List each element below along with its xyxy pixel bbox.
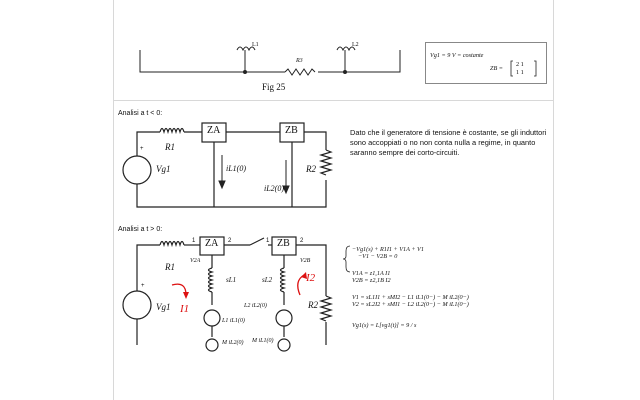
figure-caption: Fig 25 bbox=[262, 82, 286, 92]
label-sl1: sL1 bbox=[226, 276, 237, 284]
label-r2-neg: R2 bbox=[306, 164, 316, 174]
label-m-il2: M iL2(0) bbox=[222, 340, 244, 346]
label-sl2: sL2 bbox=[262, 276, 273, 284]
heading-t-negative: Analisi a t < 0: bbox=[118, 110, 163, 117]
explanatory-note: Dato che il generatore di tensione è cos… bbox=[350, 128, 547, 157]
equation-1: −Vg1(s) + R1I1 + V1A + V1 bbox=[352, 246, 424, 253]
equation-5: V1 = sL1I1 + sMI2 − L1 iL1(0−) − M iL2(0… bbox=[352, 294, 469, 301]
equation-2: −V1 − V2B = 0 bbox=[358, 253, 398, 260]
label-il1-neg: iL1(0) bbox=[226, 164, 246, 173]
current-arrow-i2 bbox=[297, 274, 305, 296]
label-l1-il1: L1 iL1(0) bbox=[222, 318, 245, 324]
matrix-zb-label: ZB = bbox=[490, 65, 503, 72]
label-zb-pos: ZB bbox=[277, 238, 290, 249]
page-border-right bbox=[553, 0, 554, 400]
label-r1-neg: R1 bbox=[165, 142, 175, 152]
page-border-left bbox=[113, 0, 114, 400]
label-m-il1: M iL1(0) bbox=[252, 338, 274, 344]
label-za-pos: ZA bbox=[205, 238, 219, 249]
label-il2-neg: iL2(0) bbox=[264, 184, 284, 193]
label-vg1-pos: Vg1 bbox=[156, 302, 171, 312]
generator-vg1-neg bbox=[122, 155, 152, 185]
equation-4: V2B = z2,1B I2 bbox=[352, 277, 391, 284]
label-i1: I1 bbox=[180, 303, 190, 315]
label-l2-top: L2 bbox=[352, 42, 359, 48]
equation-3: V1A = z1,1A I1 bbox=[352, 270, 391, 277]
generator-vg1-pos bbox=[122, 290, 152, 320]
port-1-zb: 1 bbox=[266, 238, 270, 244]
parameters-box bbox=[425, 42, 547, 84]
label-l2-il2: L2 iL2(0) bbox=[244, 303, 267, 309]
label-r1-pos: R1 bbox=[165, 262, 175, 272]
label-r2-pos: R2 bbox=[308, 300, 318, 310]
top-resistor-r3 bbox=[284, 68, 316, 76]
label-za-neg: ZA bbox=[207, 125, 221, 136]
top-wire-left bbox=[139, 50, 245, 73]
label-r3: R3 bbox=[296, 58, 303, 64]
equation-7: Vg1(s) = L[vg1(t)] = 9 / s bbox=[352, 322, 417, 329]
label-plus-pos: + bbox=[141, 283, 145, 289]
equation-6: V2 = sL2I2 + sMI1 − L2 iL2(0−) − M iL1(0… bbox=[352, 301, 469, 308]
port-2-zb: 2 bbox=[300, 238, 304, 244]
label-l1-top: L1 bbox=[252, 42, 259, 48]
port-2-za: 2 bbox=[228, 238, 232, 244]
label-v2b: V2B bbox=[300, 258, 311, 264]
matrix-row-2: 1 1 bbox=[516, 69, 524, 76]
port-1-za: 1 bbox=[192, 238, 196, 244]
label-i2: I2 bbox=[306, 272, 316, 284]
page-break-line bbox=[113, 100, 554, 101]
parameter-vg1: Vg1 = 9 V = costante bbox=[430, 52, 484, 59]
heading-t-positive: Analisi a t > 0: bbox=[118, 226, 163, 233]
label-plus-neg: + bbox=[140, 146, 144, 152]
label-zb-neg: ZB bbox=[285, 125, 298, 136]
matrix-row-1: 2 1 bbox=[516, 61, 524, 68]
label-v2a: V2A bbox=[190, 258, 201, 264]
equations-block: −Vg1(s) + R1I1 + V1A + V1 −V1 − V2B = 0 … bbox=[352, 246, 547, 329]
label-vg1-neg: Vg1 bbox=[156, 164, 171, 174]
